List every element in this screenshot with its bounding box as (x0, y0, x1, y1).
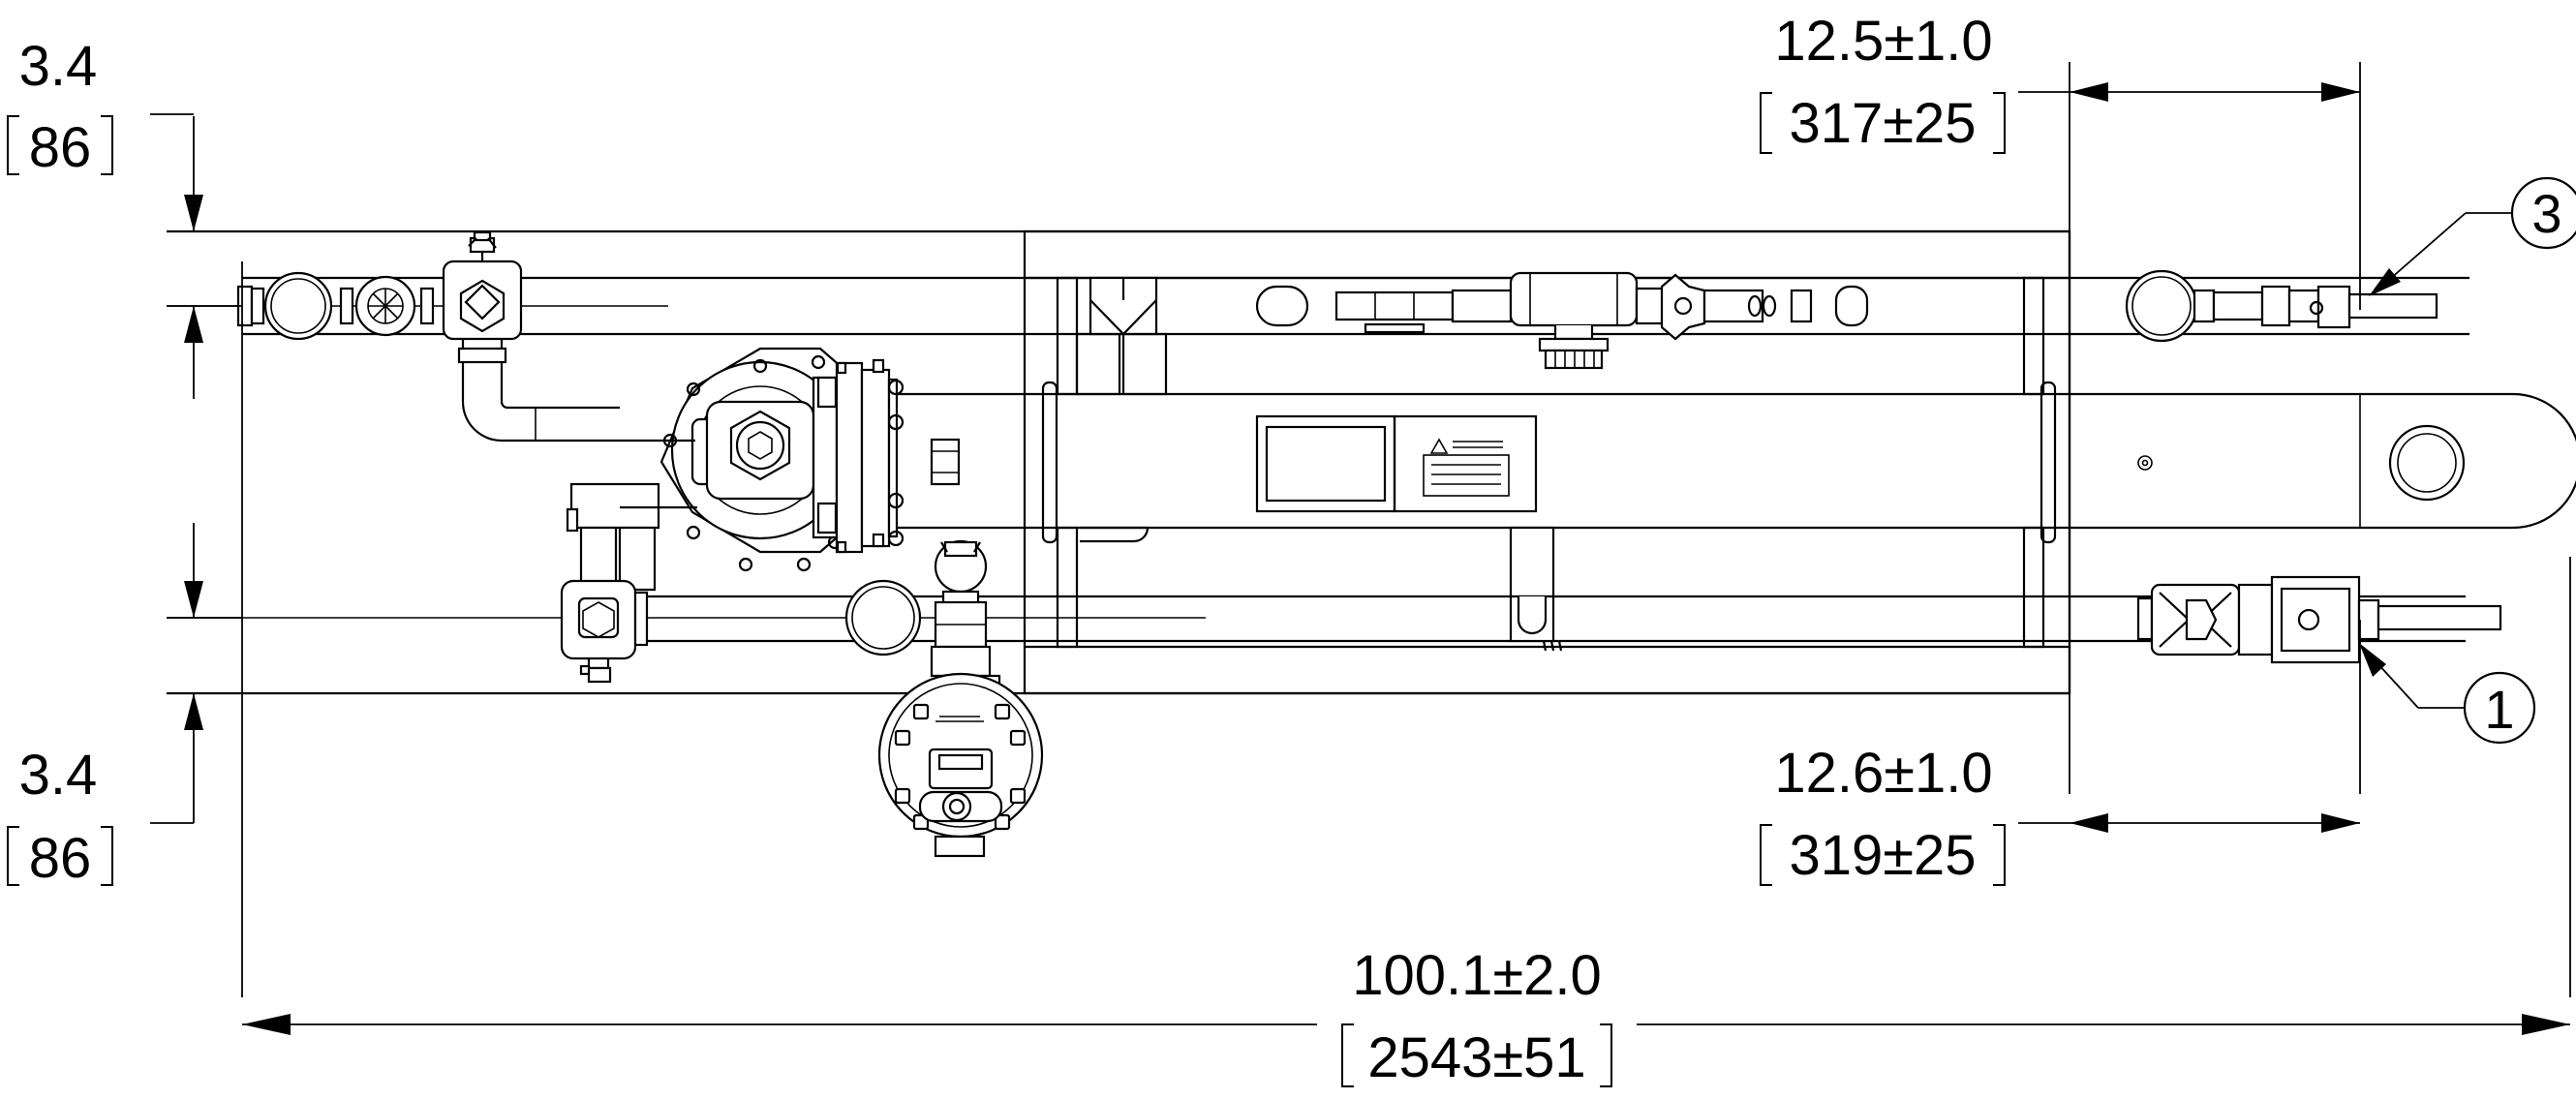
dimension-bottom-right: 12.6±1.0 319±25 (1760, 742, 2360, 887)
dimension-overall: 100.1±2.0 2543±51 (242, 944, 2570, 1089)
bottom-pipe-run (167, 526, 2502, 684)
dim-top-right-mm: 317±25 (1789, 92, 1976, 155)
dimension-top-right: 12.5±1.0 317±25 (1760, 10, 2360, 155)
extension-lines (167, 62, 2571, 997)
dimension-top-left: 3.4 86 (7, 35, 203, 399)
balloon-callout-3: 3 (2369, 176, 2576, 296)
main-vessel (891, 381, 2576, 544)
dim-top-left-mm: 86 (29, 116, 92, 179)
dim-overall-inch: 100.1±2.0 (1352, 944, 1602, 1007)
balloon-1-label: 1 (2484, 679, 2514, 740)
dimension-bottom-left: 3.4 86 (7, 523, 203, 890)
dim-overall-mm: 2543±51 (1367, 1026, 1585, 1089)
balloon-callout-1: 1 (2359, 643, 2536, 745)
bottom-regulator (877, 672, 1044, 858)
top-pipe-run (167, 230, 2469, 443)
dim-top-right-inch: 12.5±1.0 (1774, 10, 1992, 73)
dim-bottom-right-mm: 319±25 (1789, 824, 1976, 887)
dim-bottom-left-mm: 86 (29, 827, 92, 890)
dim-bottom-left-inch: 3.4 (19, 744, 98, 807)
balloon-3-label: 3 (2531, 183, 2561, 244)
lower-left-piping (566, 439, 697, 592)
flanged-regulator (659, 347, 905, 572)
dim-top-left-inch: 3.4 (19, 35, 98, 98)
dim-bottom-right-inch: 12.6±1.0 (1774, 742, 1992, 805)
